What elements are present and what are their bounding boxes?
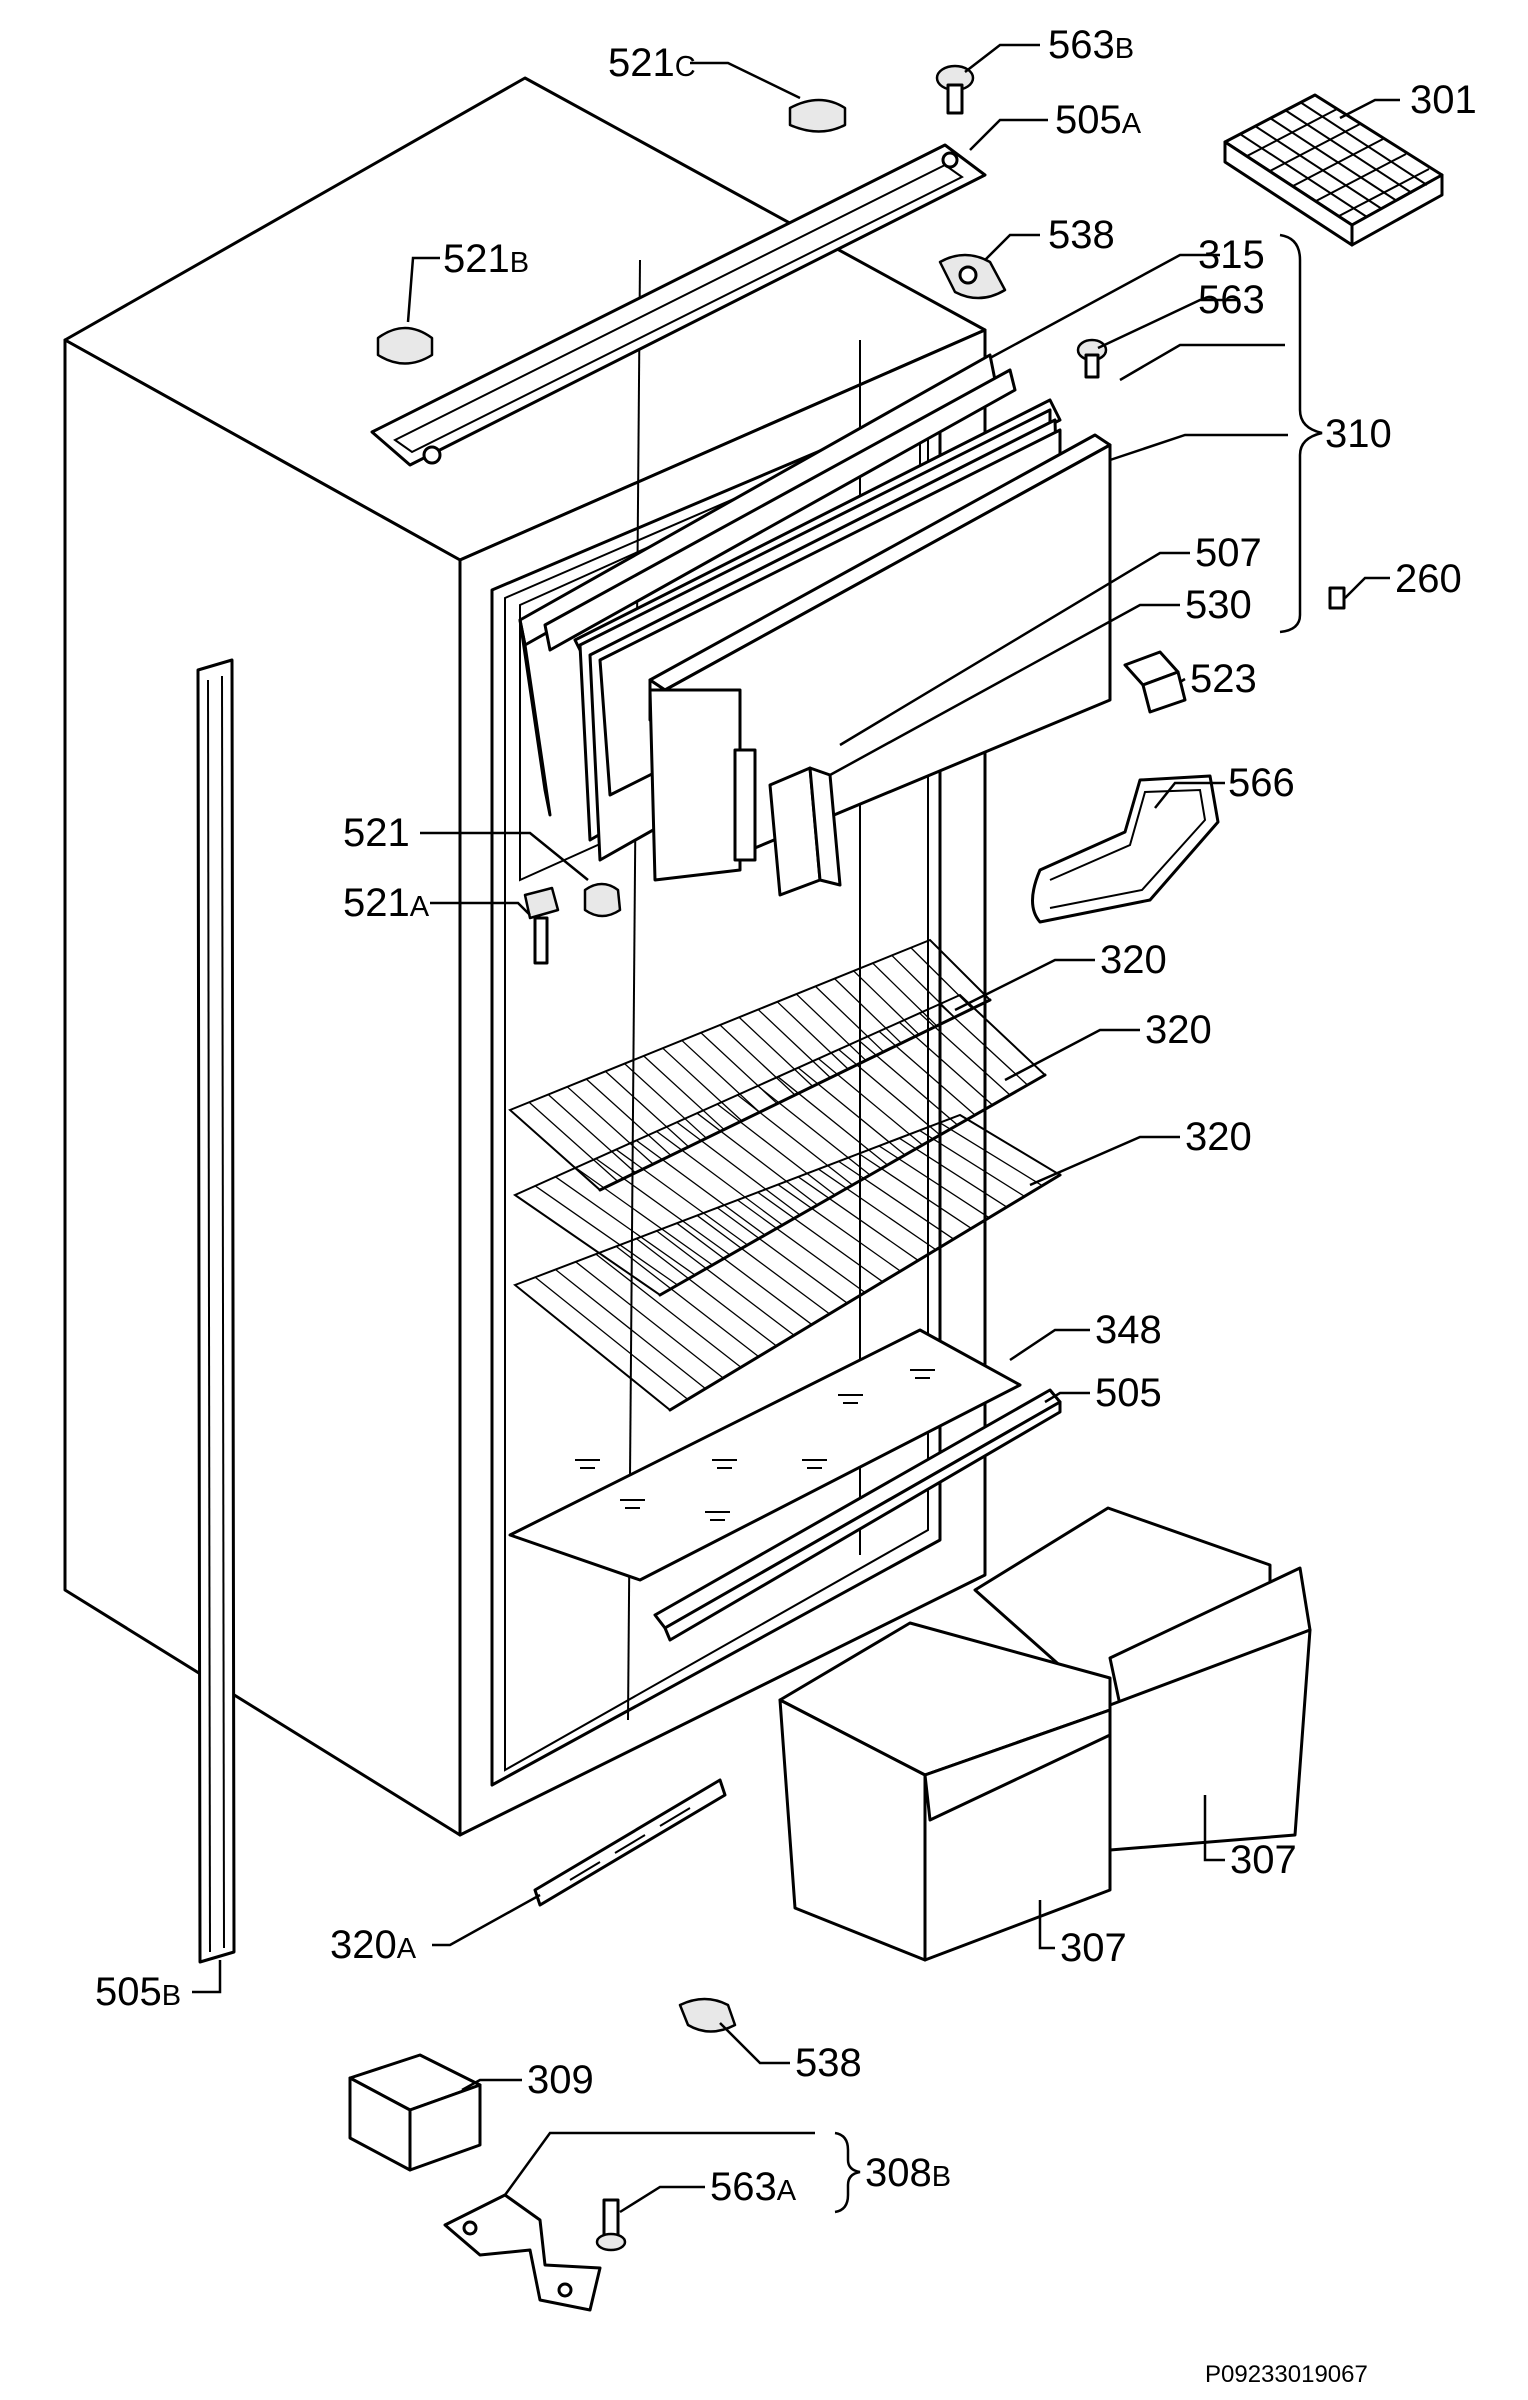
- part-label-301: 301: [1410, 78, 1477, 122]
- part-label-538-top: 538: [1048, 213, 1115, 257]
- bolt-521a: [523, 886, 560, 965]
- hinge-plate-505a: [370, 143, 987, 467]
- glass-shelf-348: [508, 1328, 1022, 1582]
- cap-521: [583, 882, 622, 918]
- latch-523: [1123, 650, 1187, 714]
- part-label-315: 315: [1198, 233, 1265, 277]
- part-label-320-lower: 320: [1185, 1115, 1252, 1159]
- part-label-320-upper: 320: [1100, 938, 1167, 982]
- flap-handle-530: [768, 766, 842, 897]
- part-label-521b: 521B: [443, 237, 529, 281]
- part-label-320a: 320A: [330, 1923, 417, 1967]
- crisper-drawer-307-right: [973, 1506, 1312, 1852]
- part-label-505b: 505B: [95, 1970, 181, 2014]
- door-trim-strip-505b: [196, 658, 236, 1964]
- part-label-310: 310: [1325, 412, 1392, 456]
- part-labels: 521C 563B 505A 301 521B 538 315 563 310 …: [95, 23, 1477, 2209]
- part-label-307-left: 307: [1060, 1926, 1127, 1970]
- part-label-308b: 308B: [865, 2151, 951, 2195]
- trim-strip-505: [653, 1388, 1062, 1642]
- part-label-348: 348: [1095, 1308, 1162, 1352]
- cap-521c: [788, 98, 847, 133]
- part-label-260: 260: [1395, 557, 1462, 601]
- part-label-523: 523: [1190, 657, 1257, 701]
- part-label-521a: 521A: [343, 881, 430, 925]
- leader-lines: [192, 43, 1400, 2214]
- part-label-563: 563: [1198, 278, 1265, 322]
- part-label-521c: 521C: [608, 41, 696, 85]
- ice-cube-tray-301: [1223, 93, 1444, 247]
- part-label-566: 566: [1228, 761, 1295, 805]
- part-label-530: 530: [1185, 583, 1252, 627]
- part-label-309: 309: [527, 2058, 594, 2102]
- screw-563a: [595, 2198, 627, 2252]
- part-label-505: 505: [1095, 1371, 1162, 1415]
- part-label-538-bottom: 538: [795, 2041, 862, 2085]
- drawing-code: P09233019067: [1205, 2361, 1368, 2388]
- wire-shelves: [508, 938, 1062, 1412]
- wire-shelf-320-middle: [512, 993, 1047, 1297]
- hinge-pin-538-top: [938, 253, 1007, 300]
- freezer-flap-507: [648, 433, 1112, 882]
- handle-566: [1031, 774, 1220, 924]
- hinge-pin-538-bottom: [678, 1997, 737, 2033]
- part-label-507: 507: [1195, 531, 1262, 575]
- part-label-320-middle: 320: [1145, 1008, 1212, 1052]
- hinge-bracket-308b: [443, 2193, 602, 2312]
- block-309: [348, 2053, 482, 2172]
- part-label-563b: 563B: [1048, 23, 1134, 67]
- clip-260: [1328, 586, 1346, 610]
- crisper-drawer-307-left: [778, 1621, 1112, 1962]
- wire-shelf-320-lower: [513, 1113, 1062, 1412]
- shelf-support-320a: [533, 1778, 727, 1907]
- part-label-563a: 563A: [710, 2165, 797, 2209]
- screw-563: [1076, 338, 1108, 379]
- part-label-505a: 505A: [1055, 98, 1142, 142]
- screw-563b: [935, 64, 975, 115]
- part-label-521: 521: [343, 811, 410, 855]
- cap-521b: [376, 326, 434, 365]
- wire-shelf-320-upper: [508, 938, 992, 1192]
- part-label-307-right: 307: [1230, 1838, 1297, 1882]
